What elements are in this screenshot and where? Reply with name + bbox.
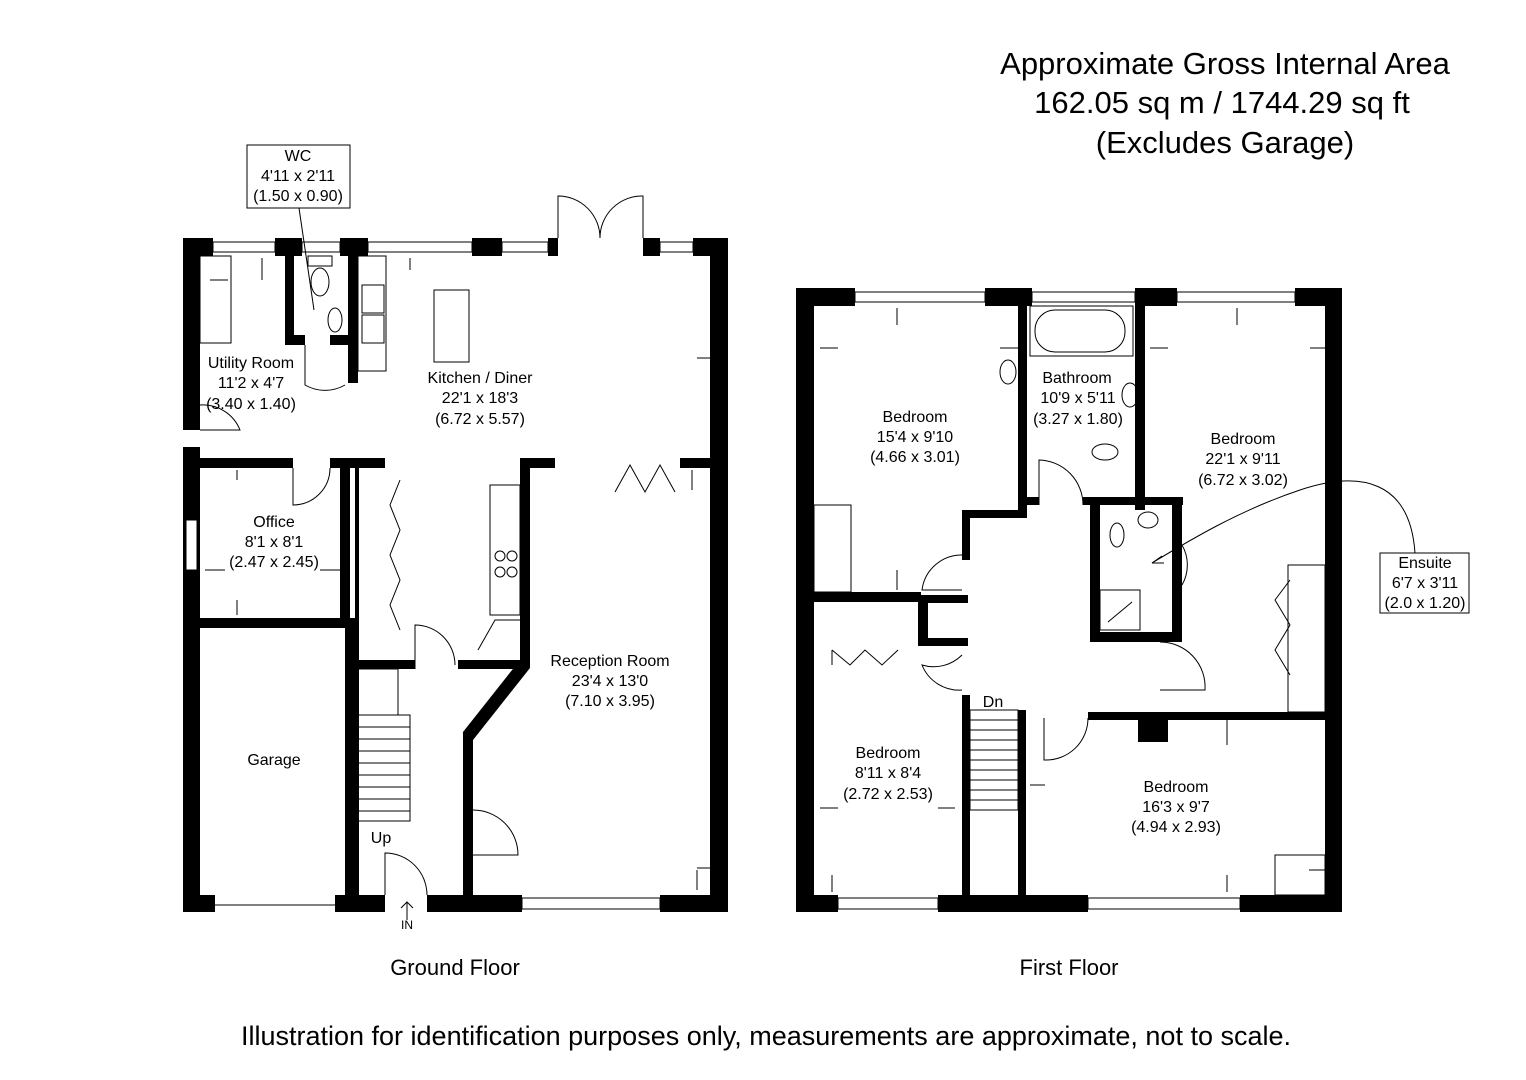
- room-name: Bedroom: [883, 409, 948, 426]
- room-name: Utility Room: [208, 355, 294, 372]
- room-imperial: 16'3 x 9'7: [1142, 799, 1210, 816]
- room-metric: (2.72 x 2.53): [843, 786, 933, 803]
- ground-floor-label: Ground Floor: [390, 955, 520, 980]
- room-kitchen-diner: Kitchen / Diner 22'1 x 18'3 (6.72 x 5.57…: [428, 370, 534, 428]
- room-name: Bedroom: [856, 745, 921, 762]
- room-imperial: 10'9 x 5'11: [1040, 390, 1115, 407]
- room-metric: (2.47 x 2.45): [229, 554, 319, 571]
- room-name: Office: [253, 514, 295, 531]
- room-imperial: 11'2 x 4'7: [218, 375, 284, 392]
- room-metric: (3.40 x 1.40): [206, 396, 296, 413]
- room-metric: (1.50 x 0.90): [253, 188, 343, 205]
- first-floor-plan: Bedroom 15'4 x 9'10 (4.66 x 3.01) Bathro…: [796, 288, 1470, 980]
- room-imperial: 8'11 x 8'4: [855, 765, 921, 782]
- room-name: Bedroom: [1211, 431, 1276, 448]
- area-note: (Excludes Garage): [1096, 125, 1354, 160]
- room-utility: Utility Room 11'2 x 4'7 (3.40 x 1.40): [206, 355, 296, 413]
- gross-area-heading: Approximate Gross Internal Area 162.05 s…: [1000, 46, 1450, 160]
- room-metric: (6.72 x 3.02): [1198, 472, 1288, 489]
- room-name: Bathroom: [1042, 370, 1111, 387]
- stairs-down-label: Dn: [983, 694, 1003, 711]
- room-name: WC: [285, 148, 312, 165]
- room-ensuite-callout: Ensuite 6'7 x 3'11 (2.0 x 1.20): [1151, 480, 1470, 614]
- ground-floor-plan: WC 4'11 x 2'11 (1.50 x 0.90) Utility Roo…: [183, 144, 728, 980]
- entrance-label: IN: [401, 918, 413, 932]
- area-value: 162.05 sq m / 1744.29 sq ft: [1034, 85, 1410, 120]
- room-imperial: 15'4 x 9'10: [877, 429, 953, 446]
- first-floor-stairs: [962, 695, 1026, 895]
- entrance-arrow-icon: [400, 901, 414, 920]
- room-bathroom: Bathroom 10'9 x 5'11 (3.27 x 1.80): [1033, 370, 1123, 428]
- area-title: Approximate Gross Internal Area: [1000, 46, 1450, 81]
- room-name: Reception Room: [550, 653, 669, 670]
- room-name: Ensuite: [1398, 555, 1451, 572]
- room-reception: Reception Room 23'4 x 13'0 (7.10 x 3.95): [550, 653, 669, 710]
- room-wc-callout: WC 4'11 x 2'11 (1.50 x 0.90): [246, 144, 351, 311]
- room-name: Bedroom: [1144, 779, 1209, 796]
- first-floor-label: First Floor: [1020, 955, 1119, 980]
- room-imperial: 6'7 x 3'11: [1392, 575, 1458, 592]
- stairs-up-label: Up: [371, 830, 392, 847]
- room-metric: (6.72 x 5.57): [435, 411, 525, 428]
- room-garage: Garage: [247, 752, 300, 769]
- room-metric: (2.0 x 1.20): [1385, 595, 1466, 612]
- room-metric: (7.10 x 3.95): [565, 693, 655, 710]
- room-metric: (4.94 x 2.93): [1131, 819, 1221, 836]
- room-bedroom-3: Bedroom 8'11 x 8'4 (2.72 x 2.53): [843, 745, 933, 803]
- room-imperial: 8'1 x 8'1: [245, 534, 304, 551]
- room-bedroom-1: Bedroom 15'4 x 9'10 (4.66 x 3.01): [870, 409, 960, 466]
- room-imperial: 23'4 x 13'0: [572, 673, 648, 690]
- room-bedroom-2: Bedroom 22'1 x 9'11 (6.72 x 3.02): [1198, 431, 1288, 489]
- ground-floor-stairs: [355, 668, 411, 909]
- room-imperial: 4'11 x 2'11: [261, 168, 335, 185]
- room-imperial: 22'1 x 9'11: [1205, 451, 1280, 468]
- room-metric: (3.27 x 1.80): [1033, 411, 1123, 428]
- disclaimer: Illustration for identification purposes…: [241, 1021, 1291, 1051]
- room-office: Office 8'1 x 8'1 (2.47 x 2.45): [229, 514, 319, 571]
- room-imperial: 22'1 x 18'3: [442, 390, 518, 407]
- room-metric: (4.66 x 3.01): [870, 449, 960, 466]
- room-bedroom-4: Bedroom 16'3 x 9'7 (4.94 x 2.93): [1131, 779, 1221, 836]
- room-name: Kitchen / Diner: [428, 370, 534, 387]
